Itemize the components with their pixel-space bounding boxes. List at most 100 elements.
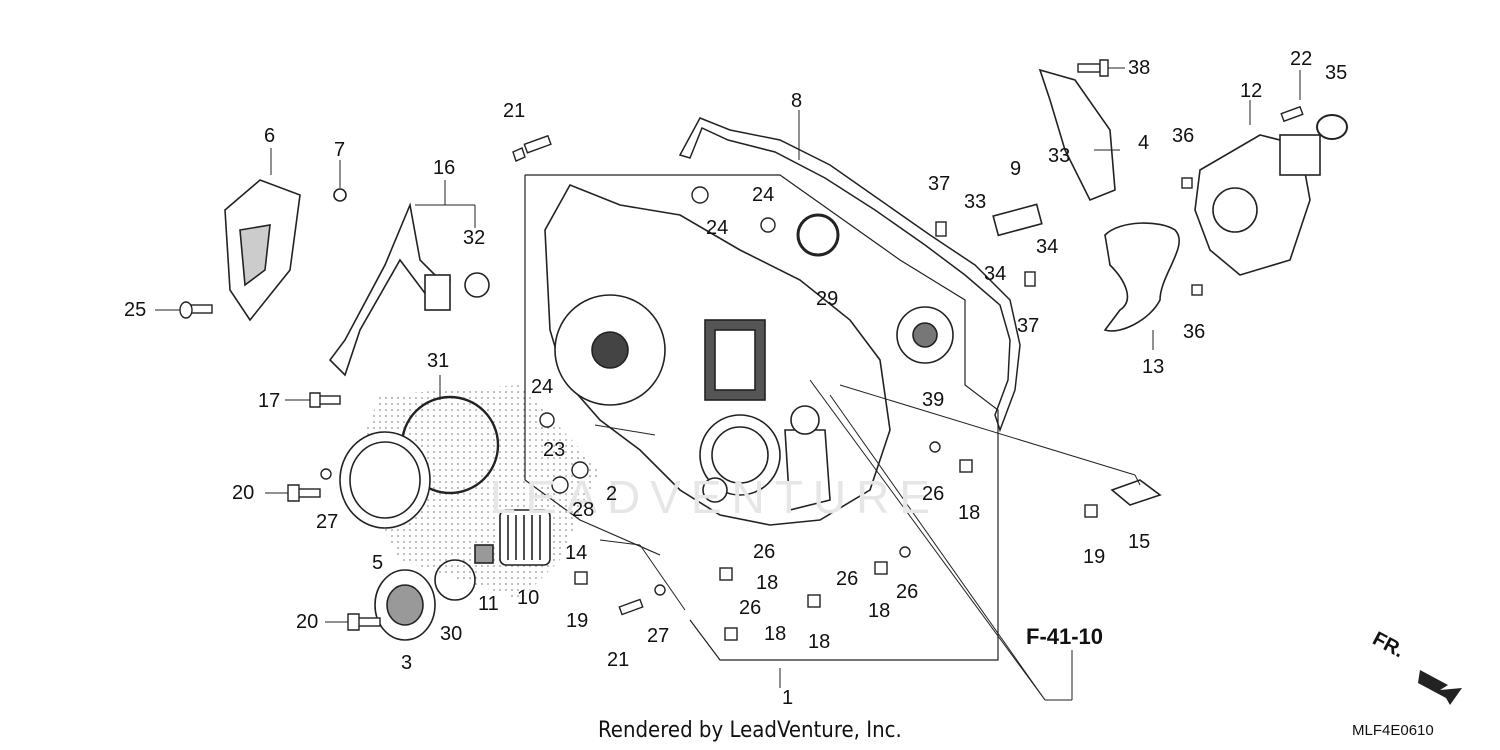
part-label-36-a: 36: [1172, 125, 1195, 147]
part-label-10: 10: [517, 587, 540, 609]
oring-30: [434, 559, 476, 601]
part-label-27-a: 27: [316, 511, 339, 533]
pin-36-a: [1181, 177, 1193, 189]
part-label-22: 22: [1290, 48, 1313, 70]
clip-15: [1110, 479, 1162, 506]
bolt-18-b: [874, 561, 888, 575]
part-label-14: 14: [565, 542, 588, 564]
left-parts: [224, 179, 551, 641]
watermark: LEADVENTURE: [490, 471, 940, 523]
gasket-8: [678, 117, 1021, 433]
bolt-19-b: [1084, 504, 1098, 518]
pin-36-b: [1191, 284, 1203, 296]
bolt-24-c: [539, 412, 555, 428]
part-label-3: 3: [401, 652, 413, 674]
fasteners: [179, 59, 1304, 641]
oring-35: [1316, 114, 1348, 140]
part-label-29: 29: [816, 288, 839, 310]
gasket-13: [1103, 222, 1180, 332]
part-label-26-b: 26: [753, 541, 776, 563]
seal-28: [571, 461, 589, 479]
bolt-18-a: [959, 459, 973, 473]
plug-24-b: [760, 217, 776, 233]
spring-11: [474, 544, 494, 564]
part-label-18-c: 18: [868, 600, 891, 622]
part-label-18-b: 18: [756, 572, 779, 594]
part-label-17: 17: [258, 390, 281, 412]
part-label-7: 7: [334, 139, 346, 161]
bolt-25: [179, 301, 213, 319]
bolt-20-b: [347, 613, 381, 631]
part-label-35: 35: [1325, 62, 1348, 84]
part-label-24-c: 24: [531, 376, 554, 398]
washer-27-b: [654, 584, 666, 596]
part-label-28: 28: [572, 499, 595, 521]
part-label-36-b: 36: [1183, 321, 1206, 343]
section-reference: F-41-10: [1026, 624, 1104, 649]
plug-24-a: [691, 186, 709, 204]
part-label-20-b: 20: [296, 611, 319, 633]
part-label-26-c: 26: [836, 568, 859, 590]
washer-26-a: [929, 441, 941, 453]
pin-37-a: [935, 221, 947, 237]
bolt-20-a: [287, 484, 321, 502]
part-label-6: 6: [264, 125, 276, 147]
part-label-20-a: 20: [232, 482, 255, 504]
bracket-4: [1038, 68, 1116, 202]
part-label-21-a: 21: [503, 100, 526, 122]
part-label-26-a: 26: [922, 483, 945, 505]
part-label-25: 25: [124, 299, 147, 321]
shaft-9: [992, 203, 1043, 237]
bolt-18-c: [807, 594, 821, 608]
part-label-39: 39: [922, 389, 945, 411]
part-label-15: 15: [1128, 531, 1151, 553]
seal-29: [796, 213, 840, 257]
part-label-33-a: 33: [964, 191, 987, 213]
part-label-27-b: 27: [647, 625, 670, 647]
bolt-38: [1077, 59, 1109, 77]
part-label-37-a: 37: [928, 173, 951, 195]
filter-10: [499, 509, 551, 566]
part-label-2: 2: [606, 483, 618, 505]
part-label-5: 5: [372, 552, 384, 574]
part-label-19-a: 19: [566, 610, 589, 632]
leader-lines: [155, 67, 1301, 701]
part-label-32: 32: [463, 227, 486, 249]
assembly-frame: [524, 174, 999, 661]
part-label-8: 8: [791, 90, 803, 112]
right-parts: [796, 68, 1348, 506]
front-arrow-icon: [1418, 670, 1462, 705]
part-label-38: 38: [1128, 57, 1151, 79]
bolt-21-top: [512, 134, 552, 162]
part-label-13: 13: [1142, 356, 1165, 378]
bolt-22: [1280, 105, 1304, 123]
part-label-4: 4: [1138, 132, 1150, 154]
pin-37-b: [1024, 271, 1036, 287]
crankcase-cover: [544, 183, 891, 526]
part-label-12: 12: [1240, 80, 1263, 102]
credit-text: Rendered by LeadVenture, Inc.: [598, 718, 902, 743]
part-label-18-a: 18: [958, 502, 981, 524]
part-label-9: 9: [1010, 158, 1022, 180]
bolt-19-a: [574, 571, 588, 585]
oring-32: [464, 272, 490, 298]
part-label-24-a: 24: [752, 184, 775, 206]
part-label-26-d: 26: [896, 581, 919, 603]
part-label-31: 31: [427, 350, 450, 372]
part-label-33-b: 33: [1048, 145, 1071, 167]
plug-23: [551, 476, 569, 494]
diagram-code: MLF4E0610: [1352, 722, 1434, 739]
bolt-18-e: [719, 567, 733, 581]
part-label-26-e: 26: [739, 597, 762, 619]
part-label-37-b: 37: [1017, 315, 1040, 337]
part-label-34-a: 34: [1036, 236, 1059, 258]
bolt-21-bottom: [618, 598, 644, 616]
washer-27-a: [320, 468, 332, 480]
bolt-17: [309, 392, 341, 408]
cover-5: [339, 431, 431, 529]
part-label-23: 23: [543, 439, 566, 461]
bolt-7: [333, 188, 347, 202]
part-label-30: 30: [440, 623, 463, 645]
part-label-18-e: 18: [808, 631, 831, 653]
